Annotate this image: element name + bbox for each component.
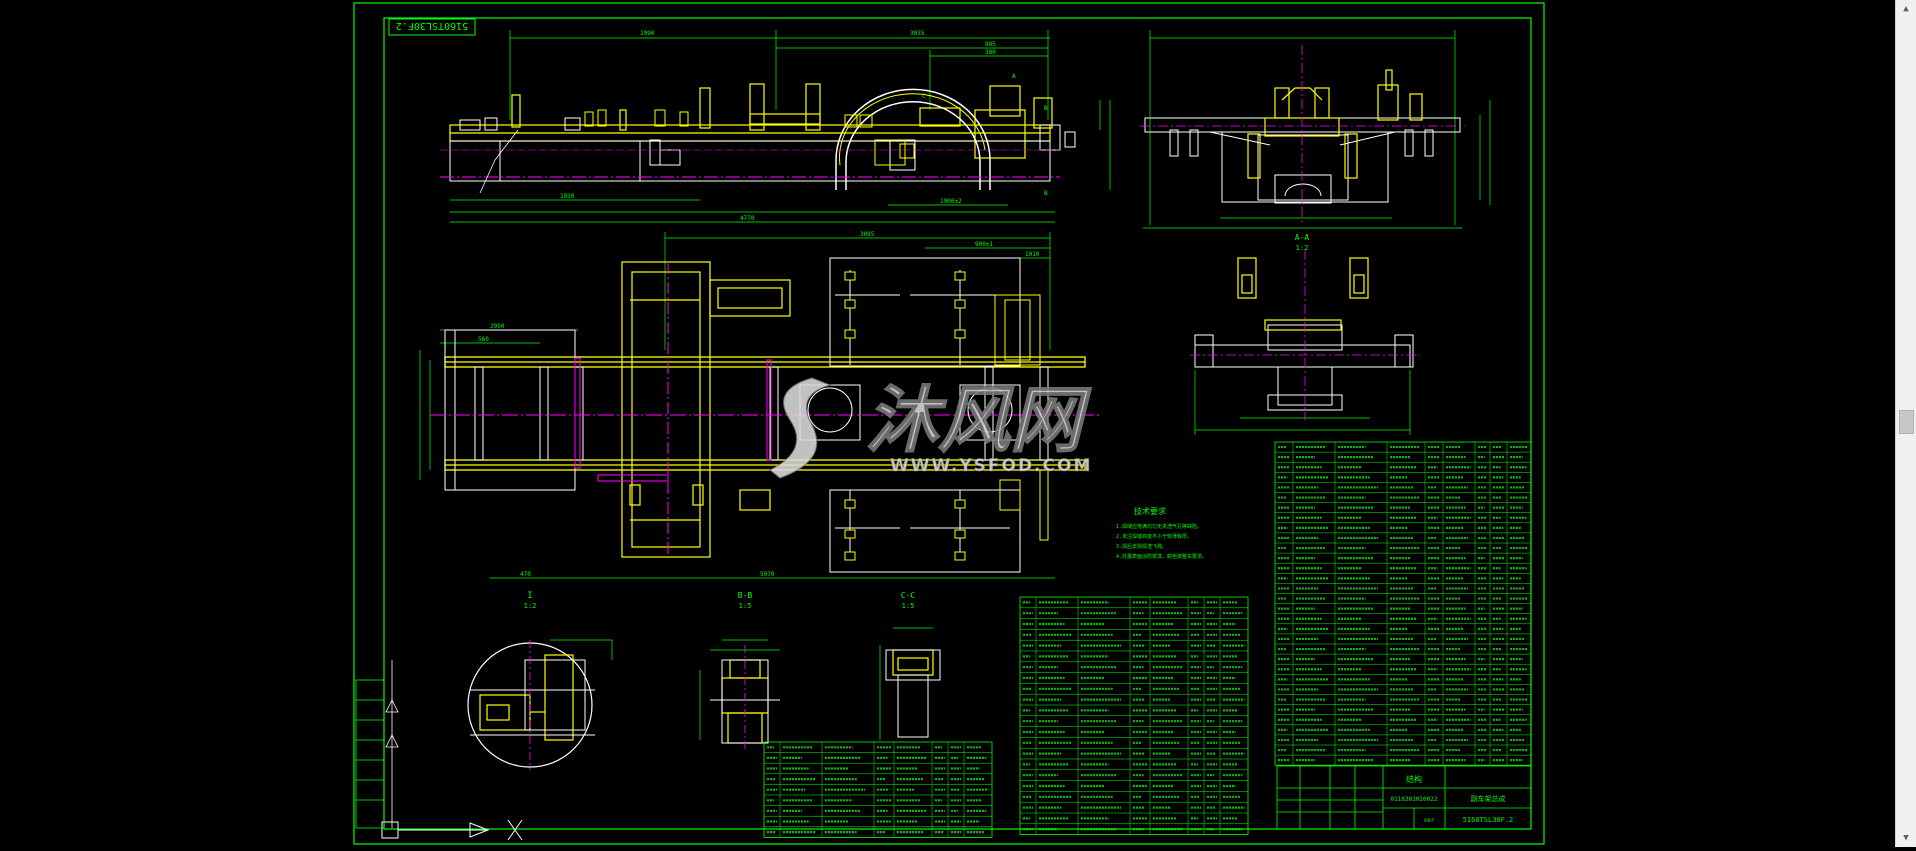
ucs-axis-icon (381, 819, 523, 841)
scrollbar-thumb[interactable] (1899, 410, 1914, 434)
title-company-cell: 结构 (1406, 774, 1422, 784)
bom-table-right (1274, 441, 1532, 766)
watermark-brand: 沐风网 (866, 378, 1092, 462)
svg-text:4770: 4770 (740, 215, 755, 222)
title-drawing-code: 5160TSL30F.2 (1463, 816, 1514, 824)
bom-table-middle (1019, 596, 1249, 836)
end-view: A-A 1:2 (1140, 30, 1491, 252)
svg-text:C: C (922, 93, 926, 100)
detail-i-label: I (527, 591, 532, 601)
plan-view: 3085 900±1 1010 2950 560 5970 470 (419, 231, 1100, 579)
svg-text:B: B (1044, 190, 1048, 197)
note-line-3: 3.焊后去除焊渣飞溅。 (1116, 543, 1167, 550)
section-cc-scale: 1:5 (902, 602, 915, 610)
svg-text:560: 560 (478, 336, 489, 343)
chevron-down-icon[interactable]: ▼ (1903, 833, 1909, 843)
section-aa-label: A-A (1295, 233, 1310, 242)
svg-text:1930: 1930 (560, 193, 575, 200)
title-part-number: 0116303020022 (1391, 796, 1438, 803)
sheet-inner-border (383, 17, 1532, 830)
title-block-text: 结构 0116303020022 副车架总成 5160TSL30F.2 ver (1391, 774, 1514, 824)
section-cc-label: C-C (901, 591, 916, 600)
svg-text:885: 885 (985, 41, 996, 48)
revision-side-block (355, 660, 399, 829)
svg-text:A: A (1012, 73, 1016, 80)
detail-i-scale: 1:2 (524, 602, 537, 610)
section-bb-scale: 1:5 (739, 602, 752, 610)
svg-text:1900±2: 1900±2 (940, 198, 962, 205)
title-drawing-name: 副车架总成 (1471, 794, 1506, 803)
svg-text:900±1: 900±1 (975, 241, 993, 248)
cross-section-view (1190, 250, 1420, 435)
note-line-1: 1.焊缝应饱满均匀无夹渣气孔等缺陷。 (1116, 523, 1202, 530)
svg-text:3085: 3085 (860, 231, 875, 238)
section-bb-view: B-B 1:5 (699, 591, 780, 752)
vertical-scrollbar[interactable]: ▲ ▼ (1895, 0, 1916, 847)
technical-notes: 技术要求 1.焊缝应饱满均匀无夹渣气孔等缺陷。 2.未注焊缝高度不小于较薄板厚。… (1116, 506, 1207, 560)
drawing-code-box: 5160TSL30F.2 (388, 18, 476, 36)
svg-text:3035: 3035 (910, 30, 925, 37)
watermark-url: WWW.YSFOD.COM (890, 456, 1092, 476)
bom-table-left (763, 741, 993, 838)
section-aa-scale: 1:2 (1296, 244, 1309, 252)
svg-text:5970: 5970 (760, 571, 775, 578)
svg-text:380: 380 (985, 49, 996, 56)
title-block (1276, 765, 1532, 830)
front-elevation-view: 1990 3035 885 380 4770 1930 1900±2 A B B… (440, 30, 1111, 223)
bom-frame (763, 741, 993, 838)
note-line-2: 2.未注焊缝高度不小于较薄板厚。 (1116, 533, 1192, 540)
site-watermark: 沐风网 WWW.YSFOD.COM (769, 377, 1093, 479)
section-bb-label: B-B (738, 591, 753, 600)
sheet-outer-border (353, 2, 1545, 845)
title-revision: ver (1424, 817, 1435, 824)
svg-text:470: 470 (520, 571, 531, 578)
drawing-code: 5160TSL30F.2 (396, 20, 468, 31)
chevron-up-icon[interactable]: ▲ (1903, 4, 1909, 14)
note-line-4: 4.外露表面涂防锈漆，颜色按整车要求。 (1116, 553, 1207, 560)
svg-text:B: B (1044, 105, 1048, 112)
svg-text:1010: 1010 (1025, 251, 1040, 258)
detail-i-view: I 1:2 (467, 591, 613, 770)
svg-text:1990: 1990 (640, 30, 655, 37)
notes-title: 技术要求 (1134, 506, 1166, 516)
section-cc-view: C-C 1:5 (879, 591, 941, 740)
svg-text:2950: 2950 (490, 323, 505, 330)
